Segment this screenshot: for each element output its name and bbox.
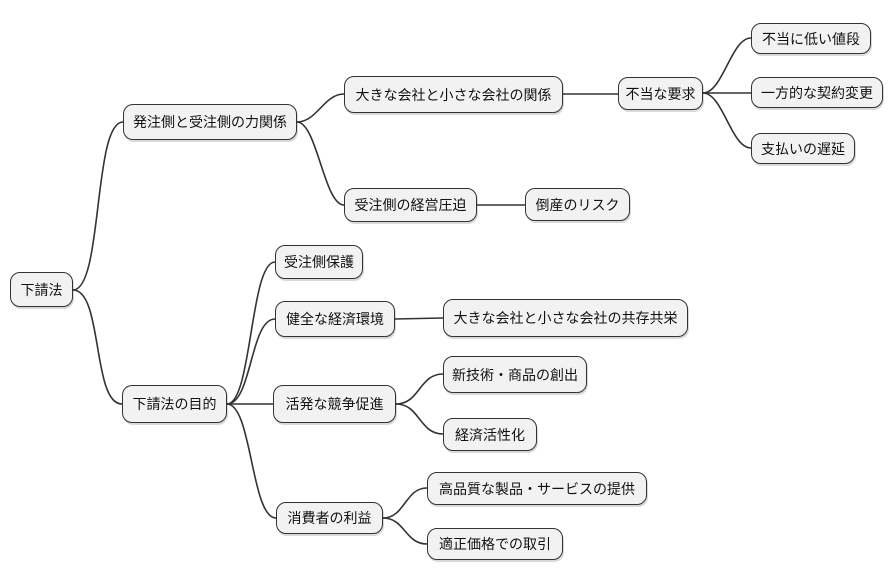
node-purpose[interactable]: 下請法の目的 xyxy=(122,385,227,423)
node-coexistence[interactable]: 大きな会社と小さな会社の共存共栄 xyxy=(443,299,688,337)
edge-unfair-to-late-payment xyxy=(702,92,752,149)
edge-power-to-pressure xyxy=(296,121,345,206)
node-healthy-economy[interactable]: 健全な経済環境 xyxy=(275,301,395,337)
node-innovation[interactable]: 新技術・商品の創出 xyxy=(443,356,587,393)
node-big-small-relation[interactable]: 大きな会社と小さな会社の関係 xyxy=(344,76,563,113)
node-unfair-low-price[interactable]: 不当に低い値段 xyxy=(751,23,871,54)
node-management-pressure[interactable]: 受注側の経営圧迫 xyxy=(344,188,477,222)
node-fair-price-trade[interactable]: 適正価格での取引 xyxy=(427,528,563,560)
node-bankruptcy-risk[interactable]: 倒産のリスク xyxy=(525,188,630,221)
edge-economy-to-coexistence xyxy=(394,317,444,320)
edge-root-to-power-relation xyxy=(72,121,124,291)
edge-unfair-to-low-price xyxy=(702,37,752,94)
node-unilateral-change[interactable]: 一方的な契約変更 xyxy=(751,77,883,108)
node-power-relation[interactable]: 発注側と受注側の力関係 xyxy=(123,104,297,140)
edge-purpose-to-protection xyxy=(226,261,276,405)
edge-power-to-big-small xyxy=(296,93,345,123)
node-contractor-protection[interactable]: 受注側保護 xyxy=(275,245,363,279)
node-unfair-demands[interactable]: 不当な要求 xyxy=(618,77,703,110)
edge-purpose-to-consumer xyxy=(226,403,277,519)
node-quality-products[interactable]: 高品質な製品・サービスの提供 xyxy=(427,472,647,505)
node-root[interactable]: 下請法 xyxy=(10,272,73,307)
edge-purpose-to-economy xyxy=(226,318,276,405)
node-late-payment[interactable]: 支払いの遅延 xyxy=(751,133,855,164)
edge-competition-to-vitalization xyxy=(395,403,444,435)
edge-consumer-to-quality xyxy=(382,487,428,519)
edge-root-to-purpose xyxy=(72,289,123,405)
node-economic-vitalization[interactable]: 経済活性化 xyxy=(443,418,537,451)
edge-competition-to-innovation xyxy=(395,373,444,405)
edge-consumer-to-fair-price xyxy=(382,517,428,545)
node-active-competition[interactable]: 活発な競争促進 xyxy=(273,385,396,423)
node-consumer-benefit[interactable]: 消費者の利益 xyxy=(276,502,383,534)
